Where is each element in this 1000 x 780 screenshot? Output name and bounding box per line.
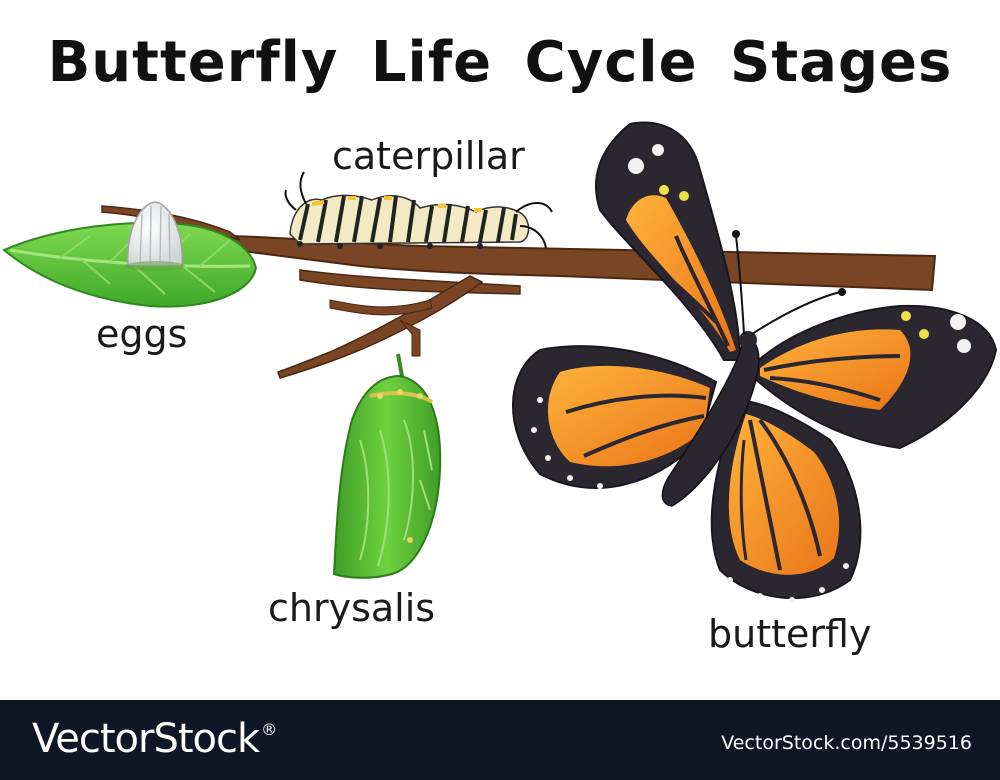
butterfly-label: butterfly bbox=[708, 612, 872, 656]
footer-bar: VectorStock® VectorStock.com/5539516 bbox=[0, 700, 1000, 780]
brand-text: VectorStock bbox=[32, 716, 260, 762]
egg-icon bbox=[125, 201, 185, 271]
caterpillar-label: caterpillar bbox=[332, 134, 525, 178]
chrysalis-label: chrysalis bbox=[268, 586, 436, 630]
stock-id-link[interactable]: VectorStock.com/5539516 bbox=[721, 732, 972, 754]
butterfly-icon bbox=[512, 121, 998, 603]
diagram-scene: Butterfly Life Cycle Stages caterpillar … bbox=[2, 30, 998, 656]
caterpillar-icon bbox=[284, 171, 553, 249]
diagram-artwork bbox=[2, 121, 998, 603]
registered-mark: ® bbox=[261, 720, 277, 739]
eggs-label: eggs bbox=[96, 312, 188, 356]
page-title: Butterfly Life Cycle Stages bbox=[47, 30, 953, 95]
chrysalis-icon bbox=[332, 353, 442, 579]
vectorstock-logo[interactable]: VectorStock® bbox=[32, 716, 277, 762]
